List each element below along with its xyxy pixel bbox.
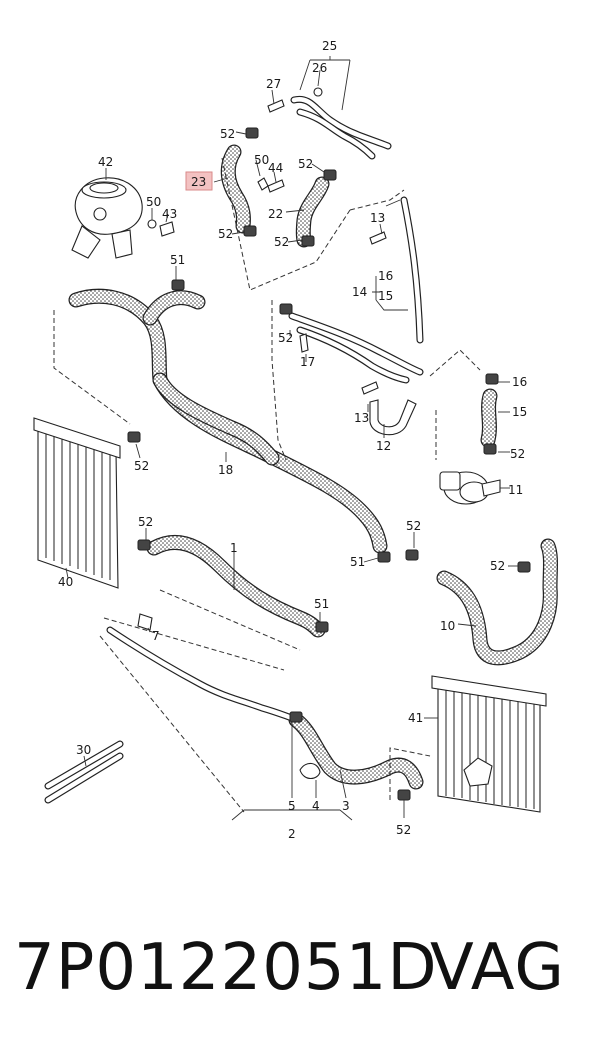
callout-52: 52 <box>274 235 289 249</box>
callout-52: 52 <box>298 157 313 171</box>
callout-22: 22 <box>268 207 283 221</box>
callout-16: 16 <box>378 269 393 283</box>
coolant-reservoir-42 <box>71 177 143 259</box>
callout-26: 26 <box>312 61 327 75</box>
callout-52: 52 <box>138 515 153 529</box>
callout-25: 25 <box>322 39 337 53</box>
callout-30: 30 <box>76 743 91 757</box>
callout-13: 13 <box>354 411 369 425</box>
grouping-lines <box>53 157 481 813</box>
callout-labels: 23 25 26 27 52 50 44 52 22 52 52 13 42 5… <box>58 39 527 841</box>
callout-2: 2 <box>288 827 296 841</box>
pipes <box>44 95 424 804</box>
callout-27: 27 <box>266 77 281 91</box>
fasteners <box>137 87 387 780</box>
callout-11: 11 <box>508 483 523 497</box>
callout-16: 16 <box>512 375 527 389</box>
callout-1: 1 <box>230 541 238 555</box>
heater-core-41 <box>431 675 547 813</box>
callout-23: 23 <box>191 175 206 189</box>
callout-13: 13 <box>370 211 385 225</box>
highlight-box-23 <box>185 171 213 191</box>
callout-52: 52 <box>510 447 525 461</box>
callout-52: 52 <box>396 823 411 837</box>
callout-52: 52 <box>490 559 505 573</box>
bracket-12 <box>369 399 417 436</box>
callout-52: 52 <box>406 519 421 533</box>
radiator-40 <box>33 417 121 589</box>
leader-lines <box>65 56 518 821</box>
callout-50: 50 <box>254 153 269 167</box>
callout-41: 41 <box>408 711 423 725</box>
callout-52: 52 <box>220 127 235 141</box>
callout-51: 51 <box>170 253 185 267</box>
callout-5: 5 <box>288 799 296 813</box>
pipe-7 <box>106 626 296 722</box>
callout-40: 40 <box>58 575 73 589</box>
callout-51: 51 <box>314 597 329 611</box>
callout-44: 44 <box>268 161 283 175</box>
callout-52: 52 <box>134 459 149 473</box>
components <box>33 87 547 813</box>
callout-42: 42 <box>98 155 113 169</box>
part-number-footer: 7P0122051D VAG <box>0 918 600 1018</box>
callout-50: 50 <box>146 195 161 209</box>
callout-7: 7 <box>152 629 160 643</box>
callout-10: 10 <box>440 619 455 633</box>
callout-15: 15 <box>512 405 527 419</box>
callout-52: 52 <box>218 227 233 241</box>
callout-3: 3 <box>342 799 350 813</box>
callout-52: 52 <box>278 331 293 345</box>
callout-12: 12 <box>376 439 391 453</box>
callout-4: 4 <box>312 799 320 813</box>
hoses <box>68 144 558 790</box>
callout-51: 51 <box>350 555 365 569</box>
brand-name: VAG <box>430 931 565 1005</box>
callout-18: 18 <box>218 463 233 477</box>
water-pump-11 <box>439 471 501 505</box>
exploded-parts-diagram: 23 25 26 27 52 50 44 52 22 52 52 13 42 5… <box>33 39 558 841</box>
callout-43: 43 <box>162 207 177 221</box>
callout-15: 15 <box>378 289 393 303</box>
callout-17: 17 <box>300 355 315 369</box>
hose-clamps <box>127 127 531 801</box>
part-number: 7P0122051D <box>14 931 438 1005</box>
callout-14: 14 <box>352 285 367 299</box>
